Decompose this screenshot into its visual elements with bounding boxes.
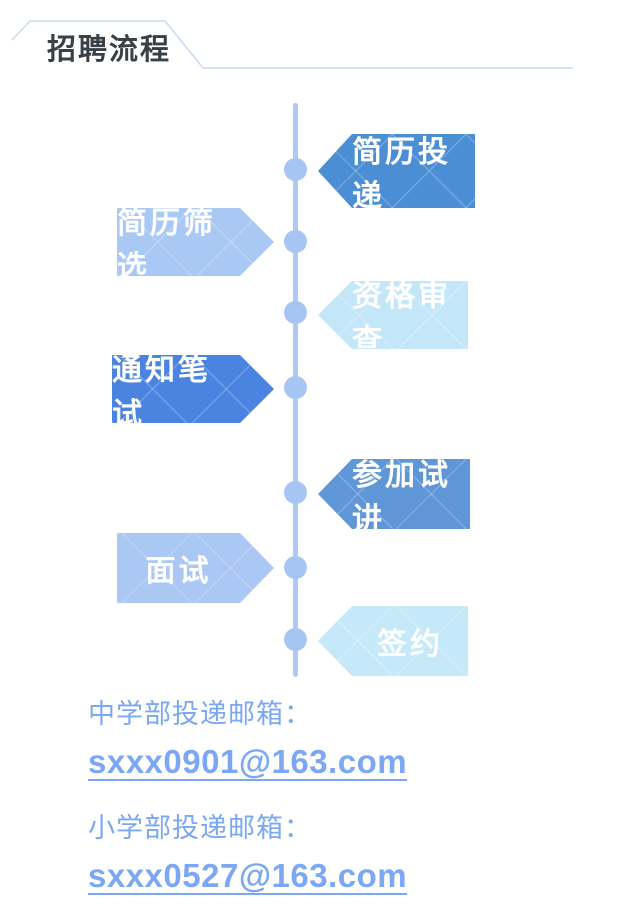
flow-step-resume-submission: 简历投递 [318,134,475,208]
flow-step-qualification-review: 资格审查 [318,281,468,349]
flow-step-resume-screening: 简历筛选 [117,208,274,276]
header-decorative-line [11,20,573,69]
flow-step-label: 通知笔试 [112,354,211,431]
timeline-dot [284,481,307,504]
page-title: 招聘流程 [47,34,172,66]
timeline-dot [284,230,307,253]
flow-step-trial-lecture: 参加试讲 [318,459,470,529]
timeline-dot [284,301,307,324]
flow-step-interview: 面试 [117,533,274,603]
contact-email-link[interactable]: sxxx0527@163.com [88,857,408,894]
contact-email-link[interactable]: sxxx0901@163.com [88,743,408,780]
contact-section: 中学部投递邮箱： sxxx0901@163.com 小学部投递邮箱： sxxx0… [88,698,407,896]
flow-step-label: 简历筛选 [117,207,216,284]
timeline-dot [284,158,307,181]
flow-step-sign-contract: 签约 [318,606,468,676]
flow-step-label: 面试 [145,555,212,588]
timeline-dot [284,556,307,579]
flow-step-written-test-notice: 通知笔试 [112,355,274,423]
contact-label: 中学部投递邮箱： [88,699,312,729]
flow-step-label: 资格审查 [352,280,451,357]
flow-step-label: 签约 [377,628,443,661]
timeline-dot [284,628,307,651]
contact-primary-school: 小学部投递邮箱： sxxx0527@163.com [88,812,407,896]
flow-step-label: 参加试讲 [352,459,451,536]
contact-middle-school: 中学部投递邮箱： sxxx0901@163.com [88,698,407,782]
flow-step-label: 简历投递 [352,136,451,213]
contact-label: 小学部投递邮箱： [88,813,312,843]
timeline-dot [284,376,307,399]
